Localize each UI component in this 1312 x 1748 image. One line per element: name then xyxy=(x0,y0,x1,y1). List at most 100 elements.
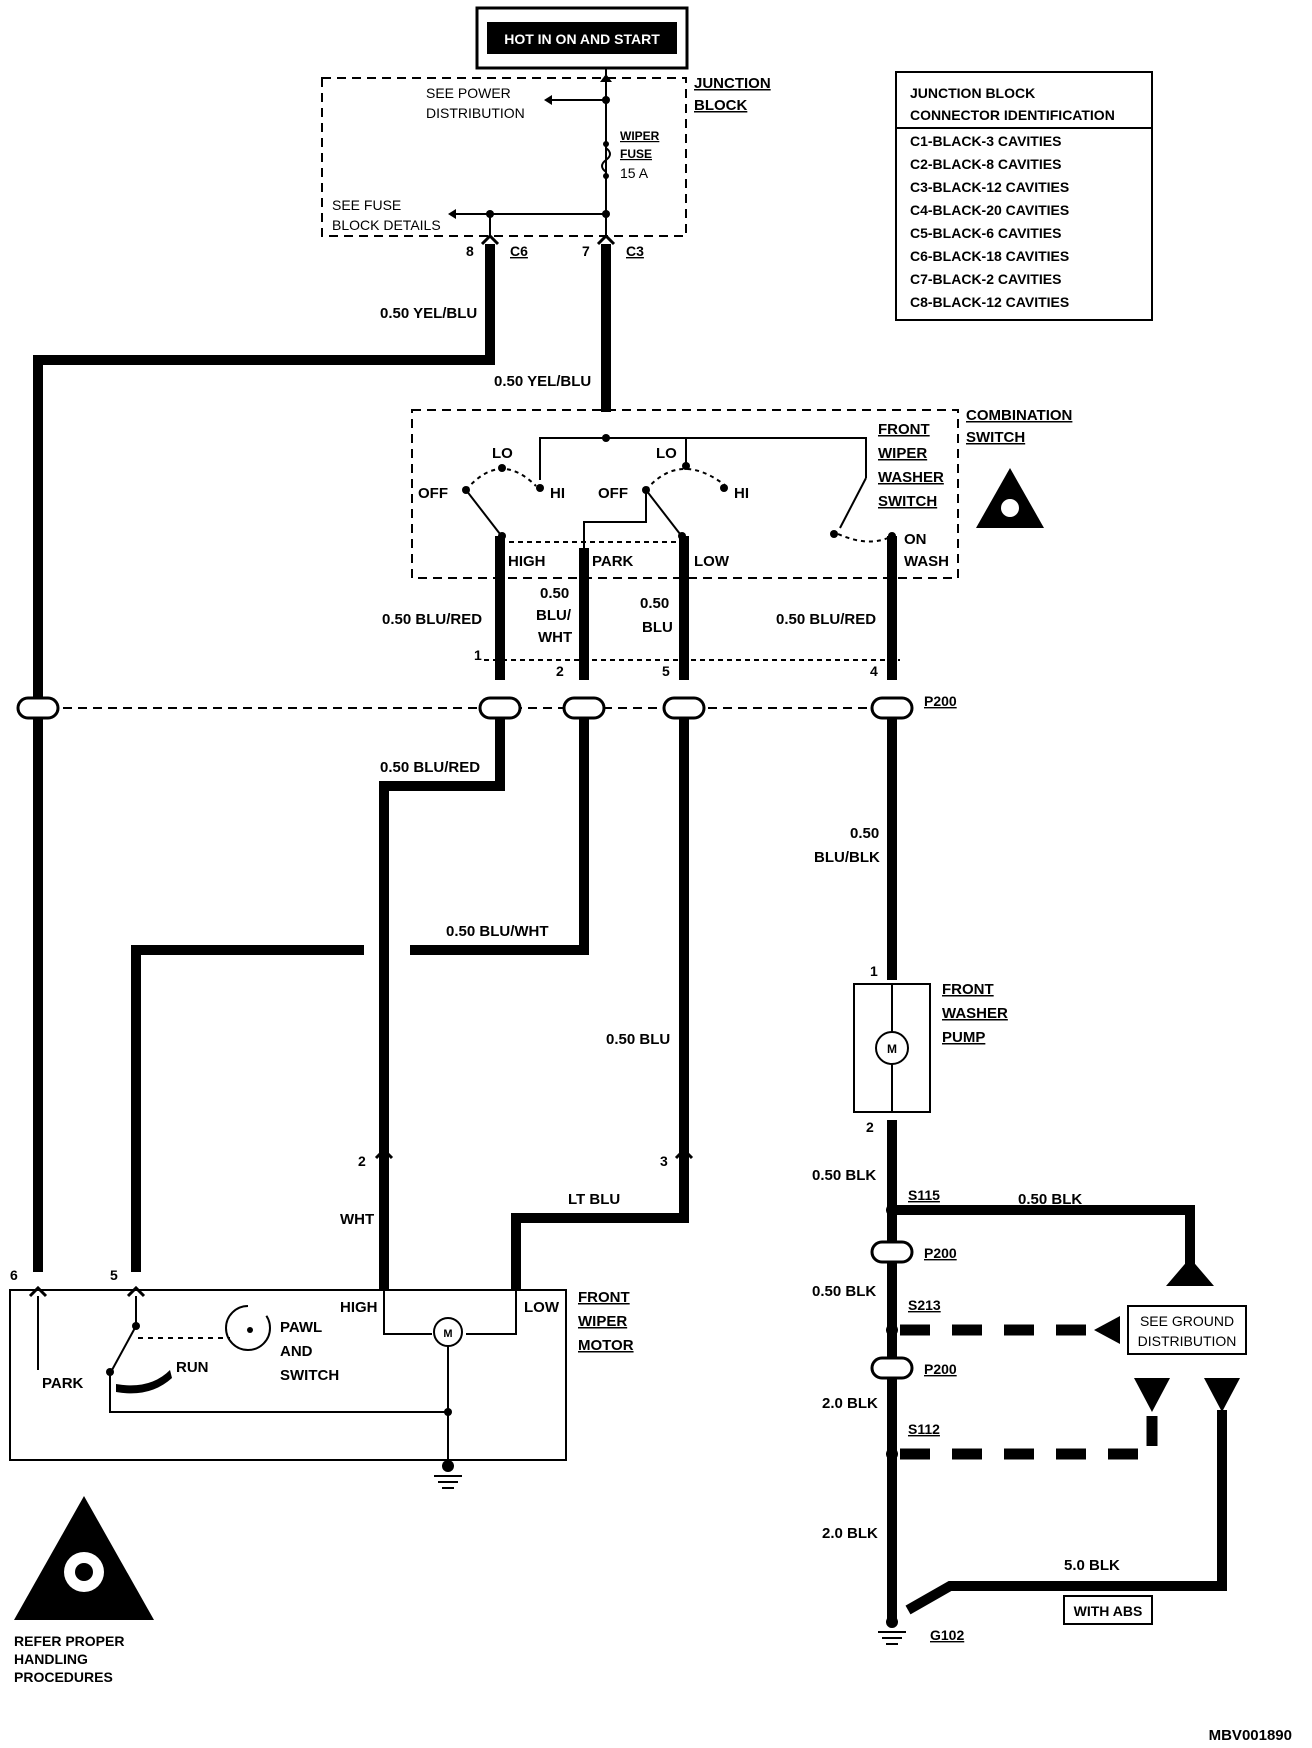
wire-label-blu-red-washer: 0.50 BLU/RED xyxy=(776,611,876,628)
park-link xyxy=(583,490,647,548)
caution-text-2: HANDLING xyxy=(14,1651,88,1667)
esd-caution-icon xyxy=(976,468,1044,528)
wire-label-blu-red-1: 0.50 BLU/RED xyxy=(382,611,482,628)
motor-ground-node-2 xyxy=(442,1460,454,1472)
ground-stub-icon-2 xyxy=(1204,1378,1240,1412)
blk-wire-s115-branch xyxy=(892,1205,1195,1268)
connector-row: C7-BLACK-2 CAVITIES xyxy=(910,271,1061,287)
selector-hi-contact-1 xyxy=(536,484,544,492)
wire-label-wht: WHT xyxy=(340,1211,374,1228)
wire-label-blu-wht-1-3: WHT xyxy=(538,629,572,646)
splice-s213-node xyxy=(886,1324,898,1336)
wire-label-blu-blk-2: BLU/BLK xyxy=(814,849,880,866)
wire-label-blk-50: 5.0 BLK xyxy=(1064,1557,1120,1574)
wire-label-blu-wht-2: 0.50 BLU/WHT xyxy=(446,923,549,940)
p200-pin-5: 5 xyxy=(662,663,670,679)
motor-low-label: LOW xyxy=(524,1299,560,1316)
off-label-1: OFF xyxy=(418,485,448,502)
ground-terminal-icon xyxy=(1166,1258,1214,1286)
power-source-label-bg xyxy=(487,22,677,54)
p200-pin-1: 1 xyxy=(474,647,482,663)
fuse-bottom-node xyxy=(603,173,609,179)
wire-label-lt-blu: LT BLU xyxy=(568,1191,620,1208)
p200-label: P200 xyxy=(924,693,957,709)
pawl-switch-label: SWITCH xyxy=(280,1367,339,1384)
fuse-icon xyxy=(601,147,611,173)
wiper-motor-symbol: M xyxy=(443,1328,452,1340)
pawl-label: PAWL xyxy=(280,1319,322,1336)
wire-label-yel-blu-2: 0.50 YEL/BLU xyxy=(494,373,591,390)
wiper-motor-label-2: WIPER xyxy=(578,1313,627,1330)
see-ground-distribution-label: DISTRIBUTION xyxy=(1138,1333,1237,1349)
connector-c3: C3 xyxy=(626,243,644,259)
fuse-top-node xyxy=(603,141,609,147)
pawl-cam-notch xyxy=(247,1304,268,1318)
park-dashed-link xyxy=(500,541,681,548)
combination-switch-title: COMBINATION xyxy=(966,407,1072,424)
wire-label-blu-2: 0.50 BLU xyxy=(606,1031,670,1048)
wire-label-blk-1: 0.50 BLK xyxy=(812,1167,876,1184)
on-wash-label-2: WASH xyxy=(904,553,949,570)
washer-switch-label-2: WIPER xyxy=(878,445,927,462)
motor-pin-2-connector xyxy=(374,1147,394,1160)
power-source-label: HOT IN ON AND START xyxy=(504,31,660,47)
motor-internal-low xyxy=(466,1290,517,1335)
selector-arc-2 xyxy=(645,467,727,491)
fuse-block-details-label: BLOCK DETAILS xyxy=(332,217,441,233)
junction-block-title-2: BLOCK xyxy=(694,97,747,114)
see-power-label: SEE POWER xyxy=(426,85,511,101)
motor-pin-3: 3 xyxy=(660,1153,668,1169)
motor-pin-2: 2 xyxy=(358,1153,366,1169)
connector-row: C6-BLACK-18 CAVITIES xyxy=(910,248,1069,264)
junction-block-boundary xyxy=(321,77,687,237)
p200-shell xyxy=(870,696,914,720)
off-label-2: OFF xyxy=(598,485,628,502)
motor-pin-3-connector xyxy=(674,1147,694,1160)
wire-label-blu-blk: 0.50 xyxy=(850,825,879,842)
selector-hi-contact-2 xyxy=(720,484,728,492)
see-fuse-label: SEE FUSE xyxy=(332,197,401,213)
wire-label-blu-1-2: BLU xyxy=(642,619,673,636)
motor-internal-high xyxy=(383,1290,432,1335)
high-terminal-label: HIGH xyxy=(508,553,546,570)
blu-wire-motor-low xyxy=(511,718,689,1290)
selector-blade-2 xyxy=(645,489,681,535)
lo-label-2: LO xyxy=(656,445,677,462)
p200-shell-3 xyxy=(870,1356,914,1380)
power-distribution-label: DISTRIBUTION xyxy=(426,105,525,121)
washer-pump-label-2: WASHER xyxy=(942,1005,1008,1022)
feed-arrow-icon xyxy=(600,74,612,82)
see-ground-label: SEE GROUND xyxy=(1140,1313,1234,1329)
motor-pin-6: 6 xyxy=(10,1267,18,1283)
p200-shell xyxy=(16,696,60,720)
p200-shell xyxy=(662,696,706,720)
wiper-motor-label: FRONT xyxy=(578,1289,630,1306)
blu-wht-wire-park xyxy=(410,718,589,955)
connector-row: C3-BLACK-12 CAVITIES xyxy=(910,179,1069,195)
connector-row: C2-BLACK-8 CAVITIES xyxy=(910,156,1061,172)
yel-blu-wire-left xyxy=(33,244,495,1272)
combination-switch-title-2: SWITCH xyxy=(966,429,1025,446)
esd-hand-icon xyxy=(1001,499,1019,517)
figure-id: MBV001890 xyxy=(1209,1727,1292,1744)
caution-hand-icon-inner xyxy=(75,1563,93,1581)
park-switch-blade xyxy=(111,1325,137,1371)
wiper-motor-label-3: MOTOR xyxy=(578,1337,634,1354)
washer-pump-label: FRONT xyxy=(942,981,994,998)
pawl-cam-center xyxy=(247,1327,253,1333)
switch-common-bus xyxy=(539,437,867,480)
wire-label-blk-20-b: 2.0 BLK xyxy=(822,1525,878,1542)
ground-distribution-arrow-icon xyxy=(1094,1316,1120,1344)
connector-table-header: JUNCTION BLOCK xyxy=(910,85,1035,101)
see-ground-distribution-box xyxy=(1127,1305,1247,1355)
selector-blade-1 xyxy=(465,489,501,535)
wiper-fuse-label: WIPER xyxy=(620,129,660,143)
power-arrow-icon xyxy=(544,95,552,105)
selector-arc-1 xyxy=(465,468,537,491)
connector-row: C8-BLACK-12 CAVITIES xyxy=(910,294,1069,310)
p200-pin-4: 4 xyxy=(870,663,878,679)
lo-label-1: LO xyxy=(492,445,513,462)
s112-ground-dashed xyxy=(900,1410,1158,1460)
splice-s213: S213 xyxy=(908,1297,941,1313)
pump-pin-2: 2 xyxy=(866,1119,874,1135)
